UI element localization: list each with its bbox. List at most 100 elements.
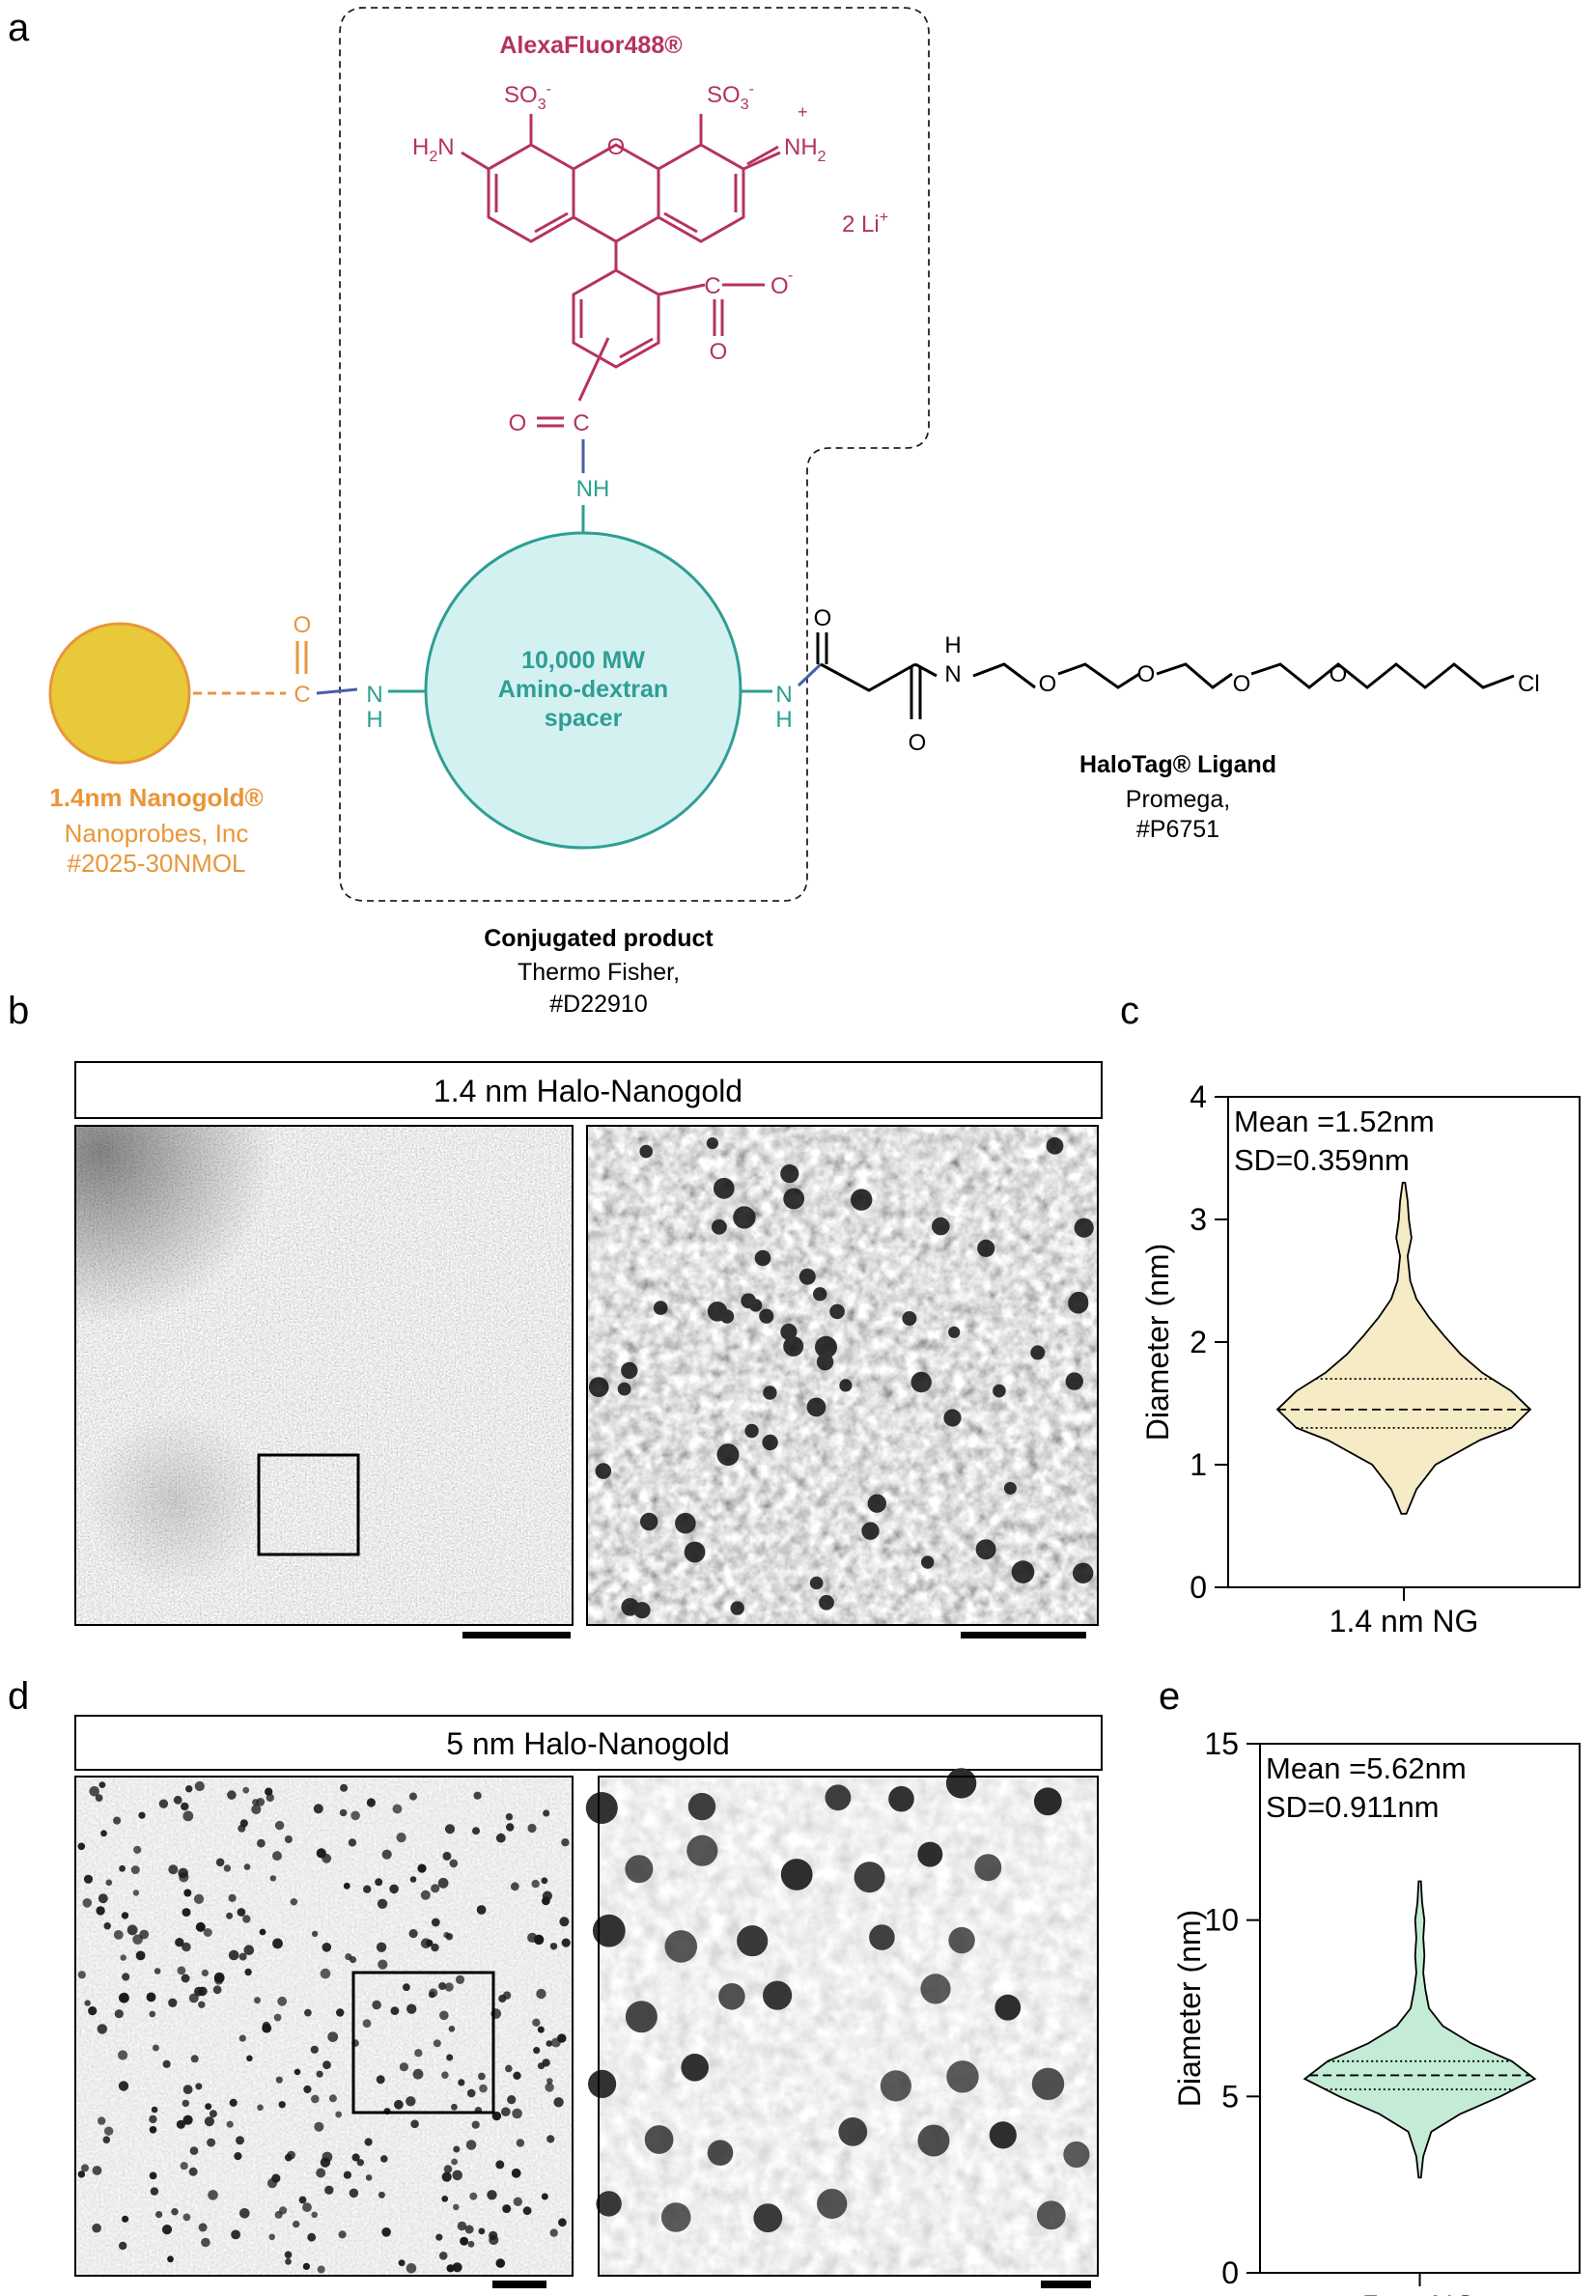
- nanoparticle: [558, 2218, 567, 2227]
- nanoparticle: [185, 1785, 193, 1793]
- nanoparticle: [1011, 1560, 1035, 1583]
- nanoparticle: [809, 1576, 824, 1590]
- nanoparticle: [242, 1786, 250, 1794]
- nanoparticle: [279, 2206, 288, 2215]
- nanoparticle: [617, 1382, 631, 1396]
- nanoparticle: [754, 1249, 771, 1267]
- nanoparticle: [176, 2119, 185, 2129]
- nanoparticle: [712, 1218, 727, 1235]
- svg-text:Promega,: Promega,: [1126, 786, 1230, 813]
- nanoparticle: [932, 1217, 950, 1236]
- nanoparticle: [182, 2085, 193, 2095]
- nanoparticle: [780, 1164, 799, 1184]
- nanoparticle: [130, 1865, 140, 1875]
- nanoparticle: [640, 1512, 658, 1531]
- svg-text:H: H: [775, 707, 792, 733]
- nanoparticle: [448, 2026, 456, 2032]
- nanoparticle: [322, 1943, 332, 1952]
- nanoparticle: [478, 2227, 486, 2235]
- nanoparticle: [478, 2072, 486, 2081]
- nanoparticle: [681, 2054, 709, 2082]
- nanoparticle: [550, 2037, 561, 2048]
- nanoparticle: [753, 2203, 783, 2233]
- y-axis-label: Diameter (nm): [1140, 1244, 1175, 1441]
- nanoparticle: [293, 2220, 300, 2228]
- nanoparticle: [1074, 1218, 1094, 1238]
- nanoparticle: [298, 2196, 307, 2204]
- nanoparticle: [381, 2227, 391, 2237]
- violin-body: [1302, 1880, 1537, 2179]
- nanoparticle: [266, 1793, 274, 1803]
- svg-text:O: O: [509, 410, 527, 436]
- nanoparticle: [189, 2146, 199, 2155]
- nanoparticle: [119, 2241, 127, 2251]
- nanoparticle: [234, 2152, 242, 2161]
- nanoparticle: [182, 1908, 191, 1918]
- nanoparticle: [376, 1942, 387, 1953]
- nanoparticle: [974, 1854, 1002, 1882]
- nanoparticle: [464, 2225, 474, 2234]
- conjugated-product-boundary: [339, 7, 930, 902]
- svg-text:SO3-: SO3-: [504, 81, 551, 113]
- nanoparticle: [442, 1851, 452, 1861]
- nanoparticle: [205, 2103, 212, 2111]
- panel-letter-c: c: [1120, 990, 1139, 1032]
- nanoparticle: [345, 1953, 352, 1961]
- nanoparticle: [536, 1988, 546, 2000]
- nanoparticle: [921, 1555, 935, 1569]
- nanoparticle: [246, 2055, 253, 2062]
- nanoparticle: [122, 2215, 129, 2223]
- nanoparticle: [122, 1973, 130, 1981]
- nanoparticle: [262, 2023, 272, 2033]
- nanoparticle: [592, 1914, 626, 1947]
- nanoparticle: [406, 2263, 417, 2274]
- nanoparticle: [251, 1804, 262, 1815]
- nanoparticle: [194, 1986, 204, 1997]
- nanoparticle: [813, 1287, 827, 1302]
- nanoparticle: [542, 1896, 550, 1906]
- nanoparticle: [546, 2135, 555, 2143]
- nanoparticle: [880, 2070, 912, 2102]
- nanoparticle: [780, 1323, 798, 1340]
- nanoparticle: [168, 1998, 178, 2007]
- nanoparticle: [307, 2232, 317, 2242]
- nanoparticle: [322, 2060, 331, 2070]
- nanoparticle: [948, 1326, 961, 1338]
- nanoparticle: [133, 1845, 142, 1854]
- nanoparticle: [1065, 1372, 1084, 1390]
- nanoparticle: [152, 2044, 159, 2052]
- nanoparticle: [854, 1862, 885, 1893]
- nanoparticle: [274, 1820, 285, 1831]
- nanoparticle: [733, 1206, 756, 1229]
- nanoparticle: [365, 2174, 373, 2181]
- nanoparticle: [783, 1335, 804, 1357]
- nanoparticle: [453, 2203, 460, 2211]
- svg-text:H: H: [944, 632, 961, 658]
- nanoparticle: [438, 1982, 447, 1990]
- nanoparticle: [713, 1177, 735, 1199]
- nanoparticle: [541, 2193, 548, 2200]
- nanoparticle: [193, 1893, 205, 1904]
- nanoparticle: [302, 2262, 310, 2270]
- nanoparticle: [512, 2108, 522, 2119]
- nanoparticle: [328, 2094, 337, 2103]
- nanoparticle: [505, 1813, 514, 1821]
- nanoparticle: [77, 1842, 86, 1851]
- nanoparticle: [284, 1835, 293, 1843]
- nanoparticle: [190, 2055, 199, 2063]
- nanoparticle: [195, 2083, 203, 2090]
- nanoparticle: [948, 1926, 975, 1954]
- nanoparticle: [431, 1943, 439, 1952]
- tem-1-4nm-zoom: [586, 1125, 1099, 1638]
- nanoparticle: [444, 1982, 454, 1992]
- nanoparticle: [1031, 2067, 1065, 2100]
- nanoparticle: [378, 2191, 385, 2198]
- scale-bar: [462, 1632, 571, 1638]
- nanoparticle: [664, 1930, 698, 1963]
- nanoparticle: [1073, 1562, 1094, 1584]
- svg-text:H: H: [366, 707, 382, 733]
- y-tick-label: 15: [1204, 1726, 1239, 1761]
- nanoparticle: [975, 1539, 996, 1560]
- svg-text:-: -: [788, 267, 793, 284]
- nanoparticle: [763, 1980, 793, 2010]
